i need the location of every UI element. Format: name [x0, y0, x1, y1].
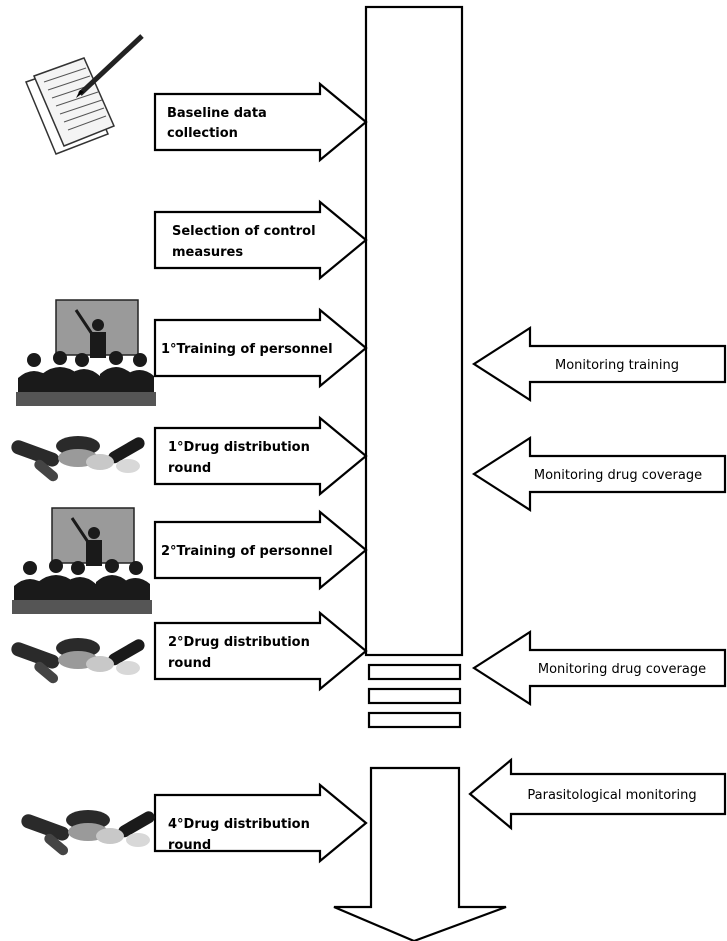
- monitoring-label: Parasitological monitoring: [527, 788, 696, 803]
- timeline-gap-segment-2: [367, 687, 462, 705]
- step-label-line: 4°Drug distribution: [168, 817, 310, 832]
- step-arrow-6: 2°Drug distribution round: [153, 610, 368, 692]
- monitoring-arrow-shape: [468, 757, 727, 831]
- step-arrow-shape: [153, 782, 368, 864]
- step-arrow-1: Baseline data collection: [153, 81, 368, 163]
- timeline-gap-segment-3: [367, 711, 462, 729]
- monitoring-arrow-shape: [471, 435, 727, 513]
- step-arrow-2: Selection of control measures: [153, 199, 368, 281]
- monitoring-arrow-4: Parasitological monitoring: [468, 757, 727, 831]
- timeline-column-main: [364, 5, 464, 657]
- step-label-line: 1°Training of personnel: [161, 342, 333, 357]
- step-arrow-shape: [153, 509, 368, 591]
- notepad-pen-icon: [25, 34, 144, 155]
- step-arrow-5: 2°Training of personnel: [153, 509, 368, 591]
- step-arrow-shape: [153, 307, 368, 389]
- monitoring-arrow-shape: [471, 325, 727, 403]
- step-arrow-shape: [153, 199, 368, 281]
- step-label-line: 2°Training of personnel: [161, 544, 333, 559]
- step-arrow-shape: [153, 610, 368, 692]
- step-label-line: round: [168, 656, 211, 671]
- monitoring-arrow-3: Monitoring drug coverage: [471, 629, 727, 707]
- monitoring-label: Monitoring drug coverage: [534, 468, 702, 483]
- step-label-line: Selection of control: [172, 224, 316, 239]
- step-arrow-7: 4°Drug distribution round: [153, 782, 368, 864]
- timeline-end-arrow: [333, 766, 507, 941]
- step-label-line: collection: [167, 126, 238, 141]
- pills-icon: [11, 436, 145, 482]
- step-arrow-3: 1°Training of personnel: [153, 307, 368, 389]
- step-arrow-shape: [153, 81, 368, 163]
- step-label-line: Baseline data: [167, 106, 267, 121]
- step-arrow-shape: [153, 415, 368, 497]
- pills-icon: [11, 638, 145, 684]
- step-label-line: round: [168, 461, 211, 476]
- pills-icon: [21, 810, 155, 856]
- monitoring-arrow-1: Monitoring training: [471, 325, 727, 403]
- monitoring-label: Monitoring training: [555, 358, 679, 373]
- step-arrow-4: 1°Drug distribution round: [153, 415, 368, 497]
- timeline-gap-segment-1: [367, 663, 462, 681]
- monitoring-arrow-2: Monitoring drug coverage: [471, 435, 727, 513]
- training-audience-icon: [12, 507, 152, 614]
- step-label-line: 1°Drug distribution: [168, 440, 310, 455]
- monitoring-label: Monitoring drug coverage: [538, 662, 706, 677]
- step-label-line: 2°Drug distribution: [168, 635, 310, 650]
- step-label-line: measures: [172, 245, 243, 260]
- step-label-line: round: [168, 838, 211, 853]
- monitoring-arrow-shape: [471, 629, 727, 707]
- training-audience-icon: [16, 299, 156, 406]
